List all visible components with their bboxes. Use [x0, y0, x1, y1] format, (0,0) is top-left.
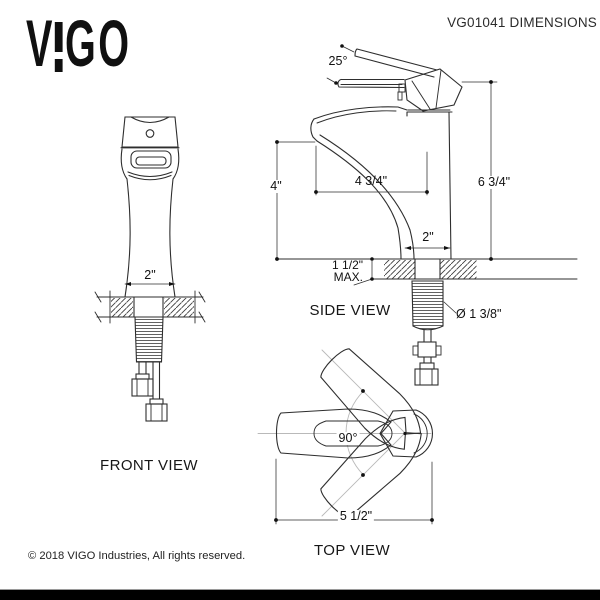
logo-letter-o: O: [98, 6, 130, 80]
side-dimensions: [275, 44, 498, 314]
front-base-width-label: 2": [144, 268, 156, 282]
vigo-logo: V G O: [26, 10, 129, 76]
front-view-drawing: [94, 116, 206, 422]
spout-reach-label: 4 3/4": [354, 174, 388, 188]
logo-letter-g: G: [65, 6, 96, 80]
copyright-text: © 2018 VIGO Industries, All rights reser…: [28, 550, 246, 562]
overall-length-label: 5 1/2": [337, 509, 375, 524]
sheet-title: VG01041 DIMENSIONS: [447, 15, 597, 30]
front-width-dimension: [124, 282, 176, 286]
side-view-drawing: [275, 44, 578, 386]
side-base-depth-label: 2": [422, 230, 434, 244]
handle-angle-label: 25°: [328, 54, 348, 68]
shank-diameter-label: Ø 1 3/8": [456, 307, 502, 321]
side-view-caption: SIDE VIEW: [309, 302, 391, 319]
overall-height-label: 6 3/4": [475, 175, 513, 190]
logo-letter-i: [54, 10, 63, 76]
logo-i-stem: [54, 22, 63, 52]
handle-rotation-label: 90°: [336, 431, 360, 446]
spout-height-label: 4": [268, 179, 284, 194]
bottom-bar: [0, 589, 600, 600]
logo-i-dot: [54, 59, 63, 72]
deck-thickness-label-line2: MAX.: [333, 270, 363, 284]
deck-thickness-label-line1: 1 1/2": [332, 258, 363, 272]
front-view-caption: FRONT VIEW: [100, 457, 198, 474]
top-view-caption: TOP VIEW: [314, 542, 390, 559]
logo-letter-v: V: [26, 6, 53, 80]
